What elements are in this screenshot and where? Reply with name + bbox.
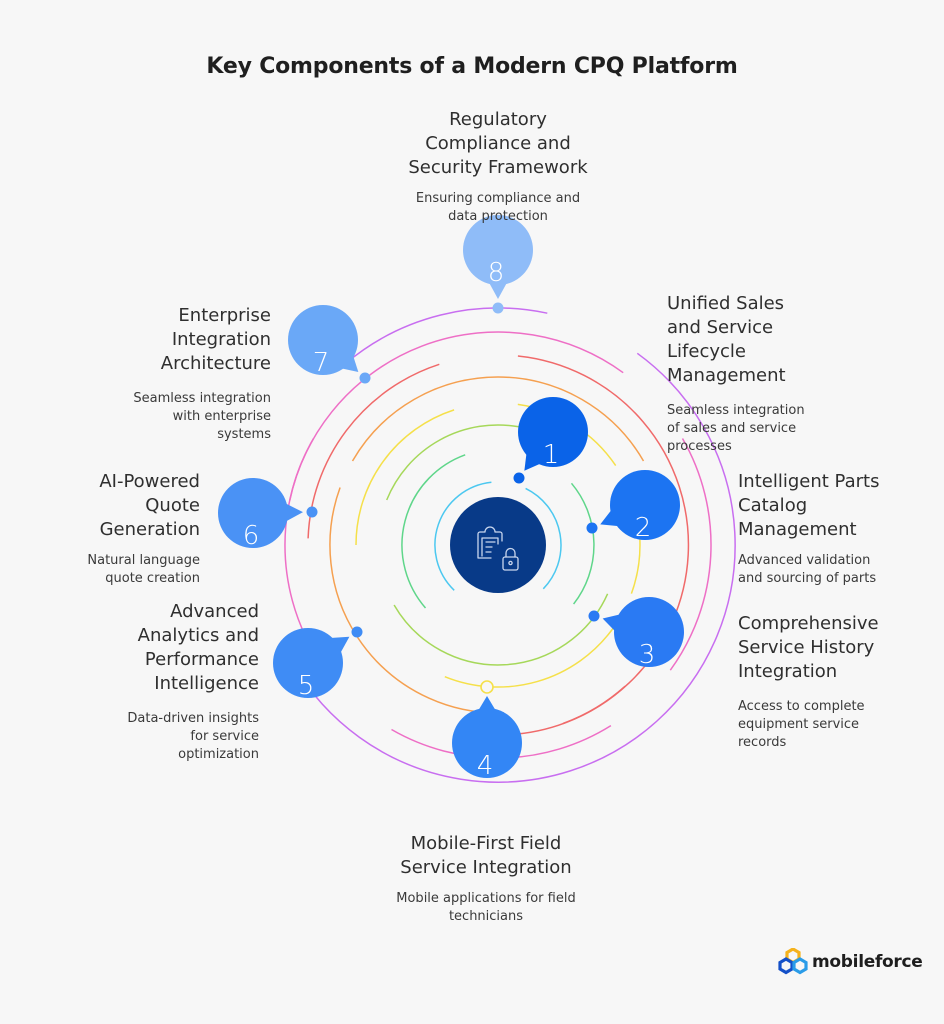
component-2-bubble-circle [610,470,680,540]
component-5-marker-dot [351,626,363,638]
center-hub [450,497,546,593]
mobileforce-logo-icon [778,948,808,975]
component-1-bubble: 1 [518,397,588,471]
component-1-number: 1 [543,440,560,470]
orbit-ring-2-arc-1 [570,482,595,605]
component-6-bubble: 6 [218,478,304,551]
orbit-ring-3-arc-2 [393,593,609,666]
orbit-ring-1-arc-1 [525,487,562,590]
component-7-bubble: 7 [288,305,359,378]
component-4-number: 4 [477,751,494,781]
orbit-ring-4-arc-3 [444,628,614,688]
component-2-number: 2 [635,513,652,543]
component-3-bubble: 3 [602,597,684,670]
component-5-bubble-circle [273,628,343,698]
orbit-ring-8-arc-1 [345,307,548,364]
component-1-marker-dot [513,472,525,484]
orbit-rings [284,307,736,783]
component-7-number: 7 [313,348,330,378]
component-4-bubble-circle [452,708,522,778]
orbit-ring-8-arc-2 [292,352,736,783]
orbit-ring-5-arc-1 [351,376,645,462]
component-6-marker-dot [306,506,318,518]
component-5-bubble: 5 [273,628,350,701]
orbit-ring-1-arc-2 [434,481,492,591]
component-6-number: 6 [243,521,260,551]
component-3-number: 3 [639,640,656,670]
component-1-bubble-circle [518,397,588,467]
orbit-ring-7-arc-2 [669,438,712,671]
orbit-ring-6-arc-3 [562,685,626,725]
component-8-bubble: 8 [463,215,533,299]
orbit-ring-3-arc-1 [386,424,519,501]
component-6-bubble-circle [218,478,288,548]
orbit-ring-6-arc-1 [307,363,440,539]
component-5-number: 5 [298,671,315,701]
component-8-bubble-circle [463,215,533,285]
component-4-bubble: 4 [452,696,522,781]
brand-logo: mobileforce [778,948,923,976]
orbit-markers [306,302,600,694]
brand-name: mobileforce [812,952,923,972]
component-8-number: 8 [488,258,505,288]
component-3-bubble-circle [614,597,684,667]
page-title: Key Components of a Modern CPQ Platform [206,54,738,79]
orbit-ring-4-arc-4 [355,409,455,546]
orbit-ring-7-arc-4 [284,438,315,652]
orbit-ring-5-arc-2 [329,487,504,714]
number-bubbles: 1 2 3 4 5 6 7 8 [218,215,684,781]
component-2-bubble: 2 [600,470,680,543]
component-3-marker-dot [588,610,600,622]
orbit-ring-2-arc-2 [401,454,466,609]
component-2-marker-dot [586,522,598,534]
clipboard-lock-icon [477,526,519,571]
component-4-marker-dot [480,680,494,694]
component-7-marker-dot [359,372,371,384]
component-8-marker-dot [492,302,504,314]
component-7-bubble-circle [288,305,358,375]
